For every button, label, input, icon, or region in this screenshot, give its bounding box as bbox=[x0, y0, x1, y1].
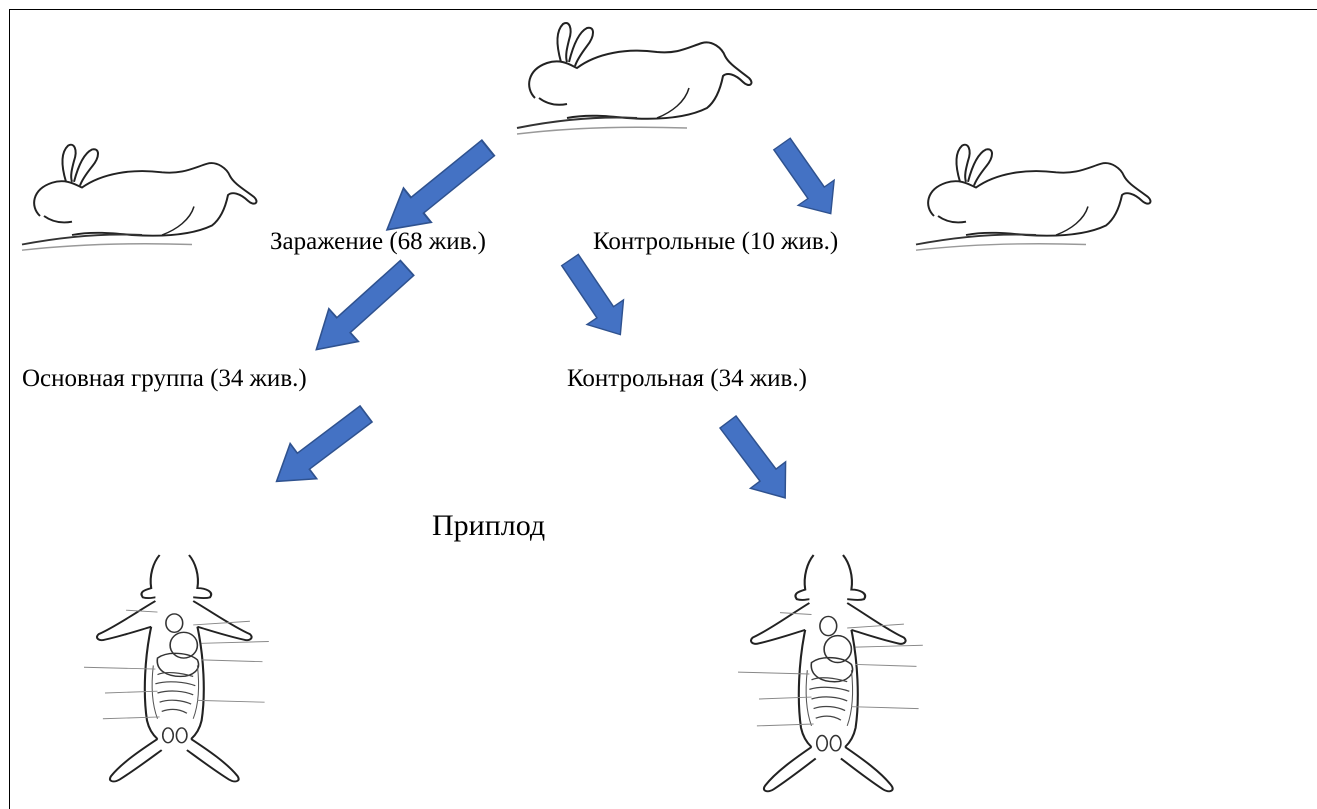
label-control-top: Контрольные (10 жив.) bbox=[593, 229, 838, 254]
anatomy-icon-left bbox=[84, 555, 269, 781]
arrow-to-offspring-left bbox=[263, 396, 379, 499]
rabbit-icon-left bbox=[22, 145, 256, 250]
arrow-to-main-group bbox=[302, 252, 422, 366]
arrow-to-control-top bbox=[764, 131, 849, 226]
arrow-to-control-group bbox=[552, 248, 639, 347]
label-main-group: Основная группа (34 жив.) bbox=[22, 366, 307, 391]
label-infection: Заражение (68 жив.) bbox=[270, 229, 486, 254]
label-control-group: Контрольная (34 жив.) bbox=[567, 366, 807, 391]
rabbit-icon-top bbox=[517, 23, 751, 134]
anatomy-icon-right bbox=[738, 555, 923, 791]
rabbit-icon-right bbox=[916, 145, 1150, 250]
label-offspring: Приплод bbox=[432, 511, 545, 541]
arrow-to-offspring-right bbox=[710, 409, 802, 511]
